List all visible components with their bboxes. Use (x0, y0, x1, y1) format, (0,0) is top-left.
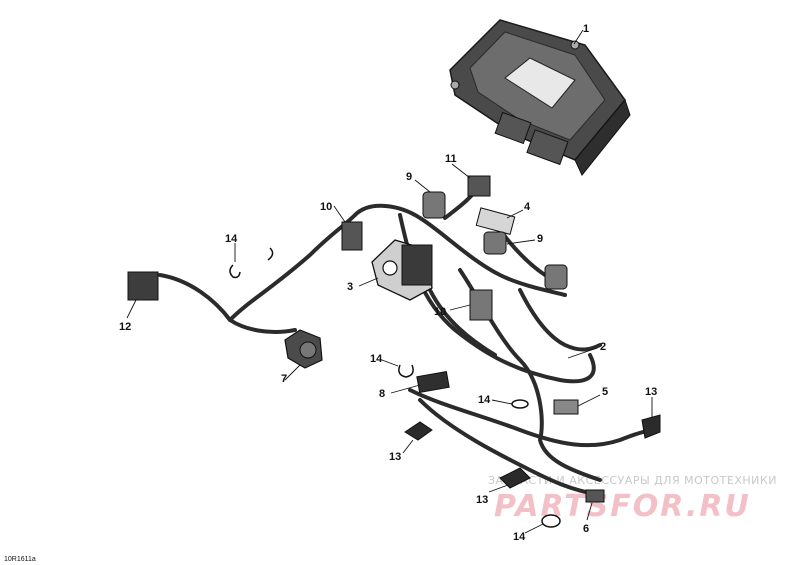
callout-14-bottom: 14 (513, 531, 526, 543)
injector-connector-upper (422, 191, 446, 219)
callout-3: 3 (347, 281, 353, 293)
callout-6: 6 (583, 523, 589, 535)
relay-connector (475, 207, 516, 235)
tie-strap-14-center (398, 364, 414, 378)
connector-10-upper (341, 221, 363, 251)
tie-strap-14-left (229, 247, 274, 279)
callout-13-right: 13 (645, 386, 657, 398)
callout-2: 2 (600, 341, 606, 353)
leader-lines (126, 29, 653, 534)
callout-14-right: 14 (478, 394, 491, 406)
tie-strap-14-bottom (541, 514, 561, 528)
clip-13-right (641, 414, 661, 439)
injector-connector-middle (483, 231, 507, 255)
callout-9-upper: 9 (406, 171, 412, 183)
watermark-tagline: ЗАПЧАСТИ И АКСЕССУАРЫ ДЛЯ МОТОТЕХНИКИ (488, 474, 777, 487)
callout-5: 5 (602, 386, 608, 398)
injector-connector-right (544, 264, 568, 290)
ecm-module (449, 19, 631, 176)
reference-code: 10R1611a (4, 556, 36, 563)
clip-13-bottom (499, 467, 531, 489)
connector-5 (553, 399, 579, 415)
watermark-brand: PARTSFOR.RU (494, 489, 751, 524)
clip-13-center (404, 421, 433, 441)
watermark: ЗАПЧАСТИ И АКСЕССУАРЫ ДЛЯ МОТОТЕХНИКИ PA… (488, 474, 777, 524)
connector-12 (127, 271, 159, 301)
callout-labels: 1 2 3 4 5 6 7 8 9 9 10 10 11 12 13 13 13… (119, 23, 657, 543)
callout-9-right: 9 (537, 233, 543, 245)
callout-12: 12 (119, 321, 131, 333)
connector-6 (585, 489, 605, 503)
callout-1: 1 (583, 23, 589, 35)
connector-8 (416, 370, 450, 394)
callout-14-left: 14 (225, 233, 238, 245)
callout-7: 7 (281, 373, 287, 385)
callout-13-bottom: 13 (476, 494, 488, 506)
callout-10-lower: 10 (434, 306, 446, 318)
callout-13-center: 13 (389, 451, 401, 463)
round-connector (284, 329, 323, 369)
callout-11: 11 (445, 153, 457, 165)
callout-8: 8 (379, 388, 385, 400)
sensor-connector (371, 239, 433, 301)
connector-10-lower (469, 289, 493, 321)
tie-strap-14-right (511, 399, 529, 409)
main-wiring-harness (158, 183, 657, 497)
callout-10-upper: 10 (320, 201, 332, 213)
callout-14-center: 14 (370, 353, 383, 365)
connector-11 (467, 175, 491, 197)
callout-4: 4 (524, 201, 531, 213)
